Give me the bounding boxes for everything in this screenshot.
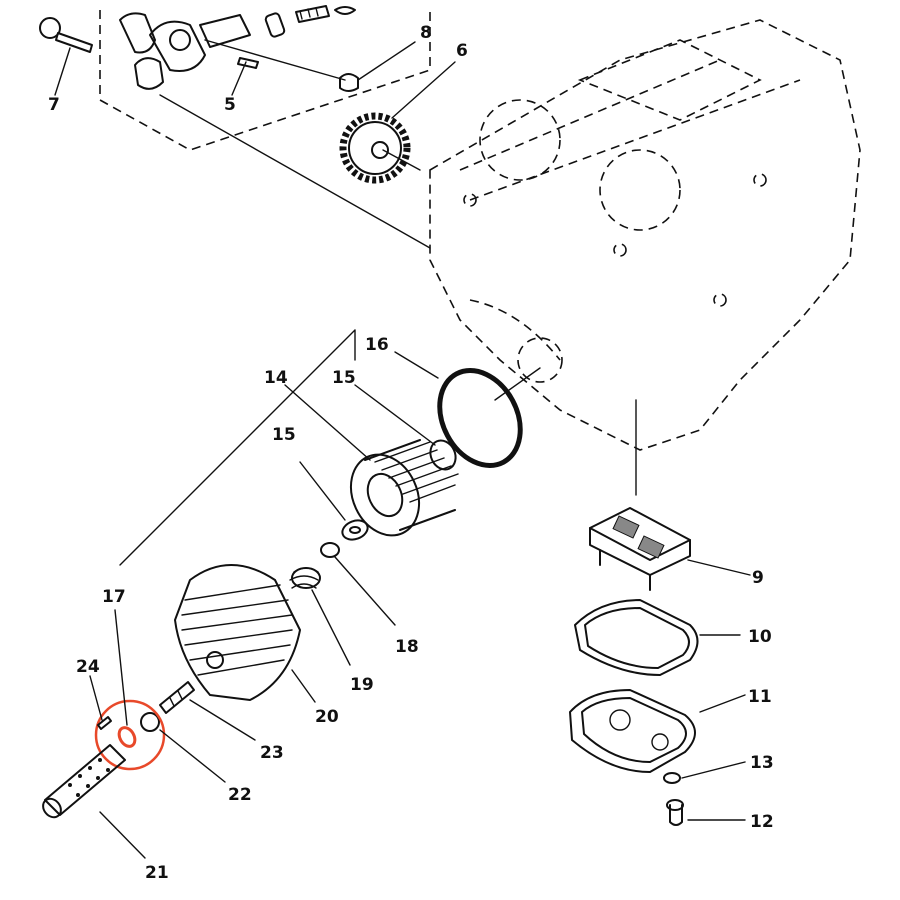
pin-24 [97,716,112,730]
washer-18 [320,542,340,558]
callout-14: 14 [264,368,288,388]
callout-22: 22 [228,785,252,805]
washer-13 [663,772,681,784]
callout-10: 10 [748,627,772,647]
callout-12: 12 [750,812,774,832]
callout-20: 20 [315,707,339,727]
spring-19 [289,567,321,589]
leader-lines [54,41,751,859]
callout-11: 11 [748,687,772,707]
pin-5 [237,57,259,69]
o-ring-17-highlighted [117,726,137,748]
callout-6: 6 [456,41,468,61]
callout-7: 7 [48,95,60,115]
oil-filter-14 [349,439,459,537]
bolt-12 [666,799,684,826]
callout-19: 19 [350,675,374,695]
callout-8: 8 [420,23,432,43]
callout-17: 17 [102,587,126,607]
oil-strainer-21 [42,744,126,819]
callout-5: 5 [224,95,236,115]
washer-15-hole [349,526,361,534]
washer-15 [341,519,369,541]
bolt-7 [39,17,93,53]
callout-9: 9 [752,568,764,588]
crankcase-outline [429,19,861,496]
callout-15-top: 15 [332,368,356,388]
callout-15-mid: 15 [272,425,296,445]
gasket-10 [574,599,699,676]
callout-16: 16 [365,335,389,355]
callout-18: 18 [395,637,419,657]
callout-24: 24 [76,657,100,677]
callout-21: 21 [145,863,169,883]
filter-cover-20 [174,564,301,701]
bolt-23 [159,681,195,714]
oil-pan-plate-11 [569,689,696,773]
callout-labels: 7 5 8 6 16 14 15 15 17 24 18 19 20 23 22… [48,23,774,883]
bolt-8 [339,73,359,92]
strainer-cover-9 [589,507,691,591]
sprocket-6 [339,112,421,184]
ball-22 [140,712,160,732]
callout-13: 13 [750,753,774,773]
highlight-circle [94,699,166,771]
callout-23: 23 [260,743,284,763]
o-ring-16 [437,367,541,468]
oil-pump-assembly [39,5,431,249]
